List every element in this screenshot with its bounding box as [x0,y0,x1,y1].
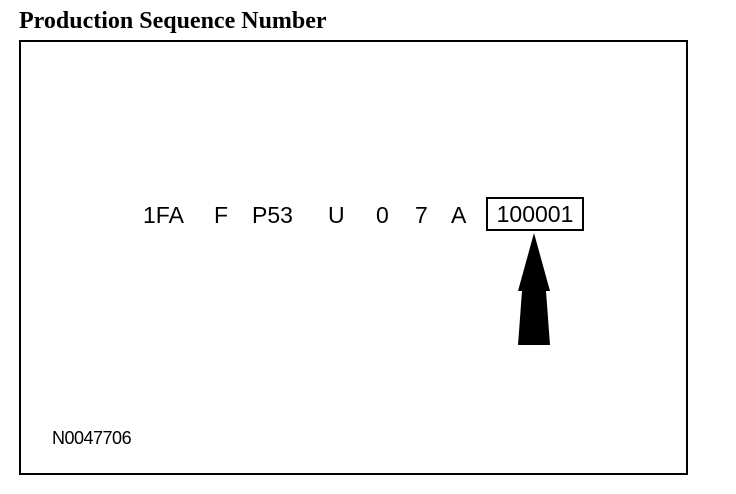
vin-segment-check-digit: 0 [376,202,389,228]
diagram-frame: 1FA F P53 U 0 7 A 100001 N0047706 [19,40,688,475]
vin-segment-plant: A [451,202,467,228]
vin-segment-wmi: 1FA [143,202,184,228]
figure-title: Production Sequence Number [19,8,327,34]
vin-segment-model: P53 [252,202,293,228]
figure-code: N0047706 [52,428,132,448]
up-arrow-icon [518,233,550,345]
vin-segment-model-year: 7 [415,202,428,228]
vin-segment-engine: U [328,202,345,228]
vin-segment-restraint: F [214,202,229,228]
production-sequence-number-box: 100001 [486,197,584,231]
